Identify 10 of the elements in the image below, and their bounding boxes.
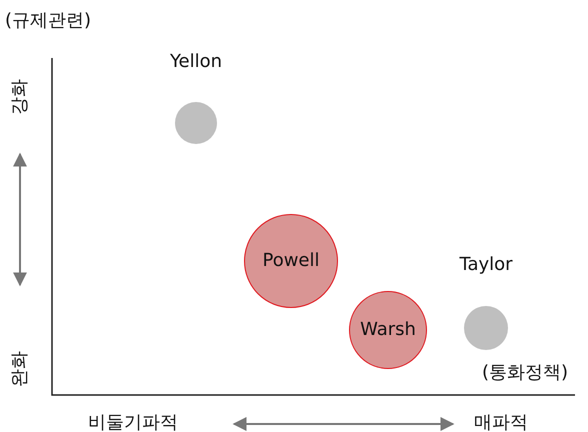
axis-end-label: 비둘기파적 xyxy=(88,414,178,432)
bubble-label: Warsh xyxy=(360,321,416,339)
axis-end-label: 강화 xyxy=(11,79,29,115)
axis-title: (규제관련) xyxy=(5,12,92,30)
axis-end-label: 완화 xyxy=(11,351,29,387)
axis-title: (통화정책) xyxy=(482,364,568,382)
axis-end-label: 매파적 xyxy=(474,414,528,432)
bubble-label: Taylor xyxy=(459,256,513,274)
bubble-label: Yellon xyxy=(170,53,222,71)
bubble-label: Powell xyxy=(262,252,320,270)
